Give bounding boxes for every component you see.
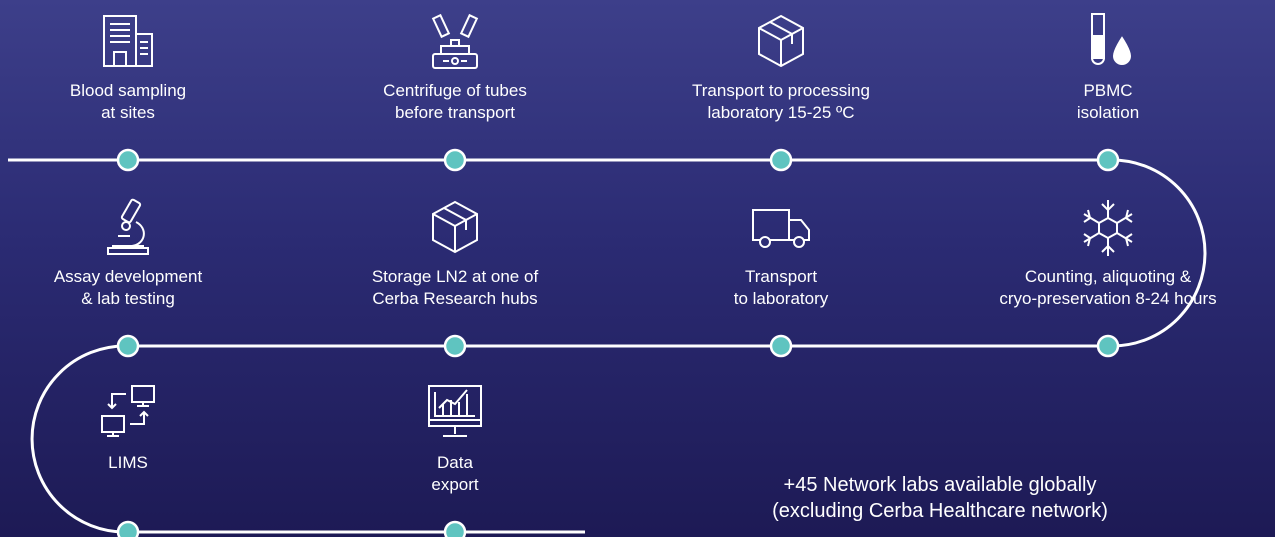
step-counting-aliquoting: Counting, aliquoting & cryo-preservation… [978,196,1238,310]
step-transport-processing: Transport to processing laboratory 15-25… [651,10,911,124]
step-label: Blood sampling at sites [69,81,187,122]
step-assay-development: Assay development & lab testing [0,196,258,310]
node-9 [116,520,140,537]
step-pbmc-isolation: PBMC isolation [978,10,1238,124]
step-data-export: Data export [325,382,585,496]
node-1 [116,148,140,172]
node-7 [443,334,467,358]
step-lims: LIMS [0,382,258,474]
step-label: Centrifuge of tubes before transport [383,81,527,122]
track-line [8,158,1207,534]
node-5 [1096,334,1120,358]
centrifuge-icon [431,13,479,69]
step-storage-ln2: Storage LN2 at one of Cerba Research hub… [325,196,585,310]
step-label: LIMS [108,453,148,472]
package-box-icon [758,14,804,68]
step-label: PBMC isolation [1076,81,1140,122]
node-2 [443,148,467,172]
snowflake-icon [1083,200,1133,256]
step-transport-laboratory: Transport to laboratory [651,196,911,310]
step-label: Assay development & lab testing [53,267,203,308]
step-label: Data export [431,453,479,494]
node-8 [116,334,140,358]
node-10 [443,520,467,537]
step-label: Transport to laboratory [733,267,829,308]
hospital-building-icon [103,15,153,67]
step-label: Counting, aliquoting & cryo-preservation… [999,267,1217,308]
step-blood-sampling: Blood sampling at sites [0,10,258,124]
step-label: Storage LN2 at one of Cerba Research hub… [371,267,539,308]
network-labs-note: +45 Network labs available globally (exc… [772,474,1108,522]
node-6 [769,334,793,358]
truck-icon [752,209,810,248]
node-4 [1096,148,1120,172]
monitor-chart-icon [428,385,482,437]
microscope-icon [107,198,149,255]
computer-network-icon [101,385,155,437]
step-centrifuge: Centrifuge of tubes before transport [325,10,585,124]
step-label: Transport to processing laboratory 15-25… [692,81,870,122]
test-tube-drop-icon [1091,13,1132,65]
package-box-icon [432,200,478,254]
node-3 [769,148,793,172]
